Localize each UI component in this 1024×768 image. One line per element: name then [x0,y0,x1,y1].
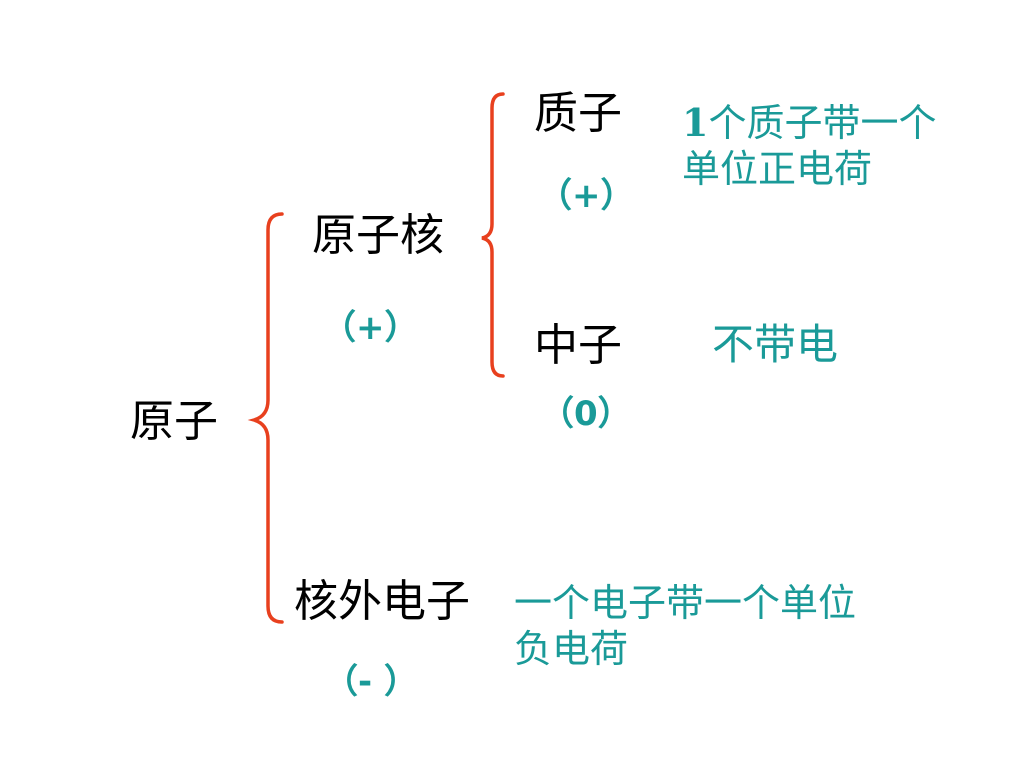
electron-charge: （- ） [324,662,418,702]
electron-note-line1: 一个电子带一个单位 [514,581,857,625]
proton-note-line2: 单位正电荷 [682,147,873,191]
atom-brace [247,212,284,624]
electron-label: 核外电子 [294,576,470,627]
neutron-note: 不带电 [712,320,839,369]
nucleus-charge: （+） [322,308,419,348]
neutron-charge: （0） [540,394,632,434]
nucleus-brace [481,92,505,378]
electron-note-line2: 负电荷 [514,627,629,671]
neutron-label: 中子 [534,320,622,371]
atom-label: 原子 [130,396,218,447]
nucleus-label: 原子核 [312,210,444,261]
electron-note: 一个电子带一个单位 负电荷 [514,580,944,672]
proton-label: 质子 [534,88,622,139]
proton-charge: （+） [538,176,635,216]
proton-note-line1: 1个质子带一个 [682,100,937,145]
proton-note-number: 1 [682,100,709,145]
proton-note: 1个质子带一个 单位正电荷 [682,100,1002,192]
